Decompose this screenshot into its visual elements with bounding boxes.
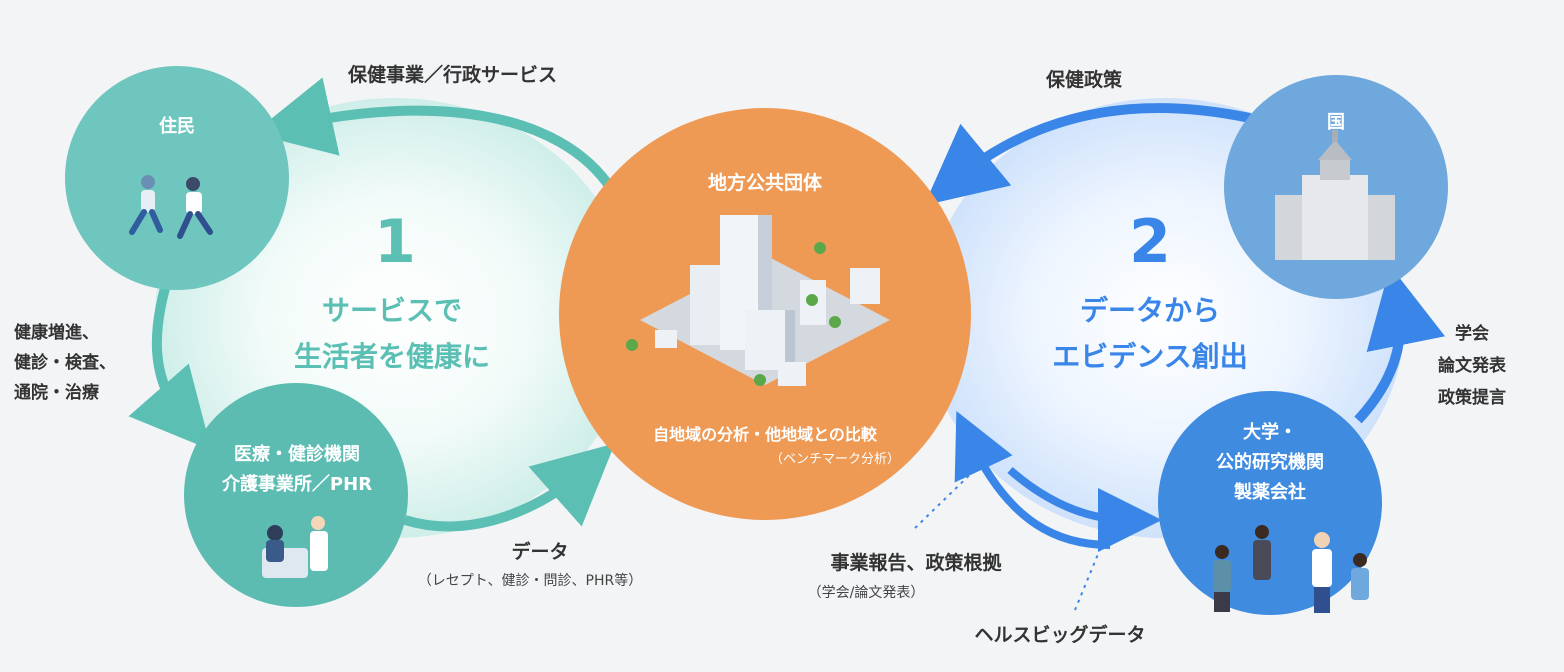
label-business-report: 事業報告、政策根拠	[830, 552, 1002, 574]
node-local-gov-title: 地方公共団体	[707, 172, 823, 194]
node-university-title: 大学・ 公的研究機関 製薬会社	[1216, 418, 1324, 508]
node-medical-title: 医療・健診機関 介護事業所／PHR	[222, 440, 372, 500]
label-health-promotion-3: 通院・治療	[14, 383, 99, 403]
label-health-big-data: ヘルスビッグデータ	[974, 624, 1146, 646]
cycle2-line1: データから	[1079, 294, 1221, 327]
node-residents-title: 住民	[159, 116, 195, 137]
node-university-line1: 大学・	[1243, 422, 1297, 443]
node-local-gov-caption: 自地域の分析・他地域との比較	[653, 425, 877, 444]
node-university-line3: 製薬会社	[1234, 482, 1306, 503]
label-data-detail: （レセプト、健診・問診、PHR等）	[417, 573, 643, 589]
cycle1-text: サービスで 生活者を健康に	[294, 288, 490, 380]
label-health-services: 保健事業／行政サービス	[348, 64, 558, 86]
cycle2-text: データから エビデンス創出	[1052, 288, 1247, 380]
node-university-line2: 公的研究機関	[1216, 452, 1324, 473]
people-illustration	[1213, 525, 1369, 613]
node-medical-line2: 介護事業所／PHR	[221, 474, 373, 495]
cycle1-line2: 生活者を健康に	[293, 340, 491, 373]
leader-big-data	[1074, 524, 1111, 611]
city-illustration	[626, 215, 890, 386]
arrow-to-local-gov	[954, 411, 1111, 549]
node-medical-line1: 医療・健診機関	[234, 444, 360, 465]
arrow-data	[403, 443, 615, 532]
cycle1-line1: サービスで	[321, 294, 463, 327]
label-business-report-detail: （学会/論文発表）	[807, 585, 925, 601]
cycle2-line2: エビデンス創出	[1052, 340, 1248, 373]
label-health-policy: 保健政策	[1046, 69, 1123, 91]
medical-illustration	[262, 516, 328, 578]
label-health-promotion: 健康増進、 健診・検査、 通院・治療	[14, 318, 116, 408]
arrow-academic	[1354, 265, 1446, 424]
node-residents-circle	[65, 66, 289, 290]
node-medical-circle	[184, 383, 408, 607]
label-academic-2: 論文発表	[1438, 356, 1506, 376]
node-local-gov-subcaption: （ベンチマーク分析）	[769, 452, 901, 467]
label-academic-1: 学会	[1455, 324, 1489, 344]
arrow-health-services	[252, 77, 617, 193]
capitol-illustration	[1275, 130, 1395, 260]
label-academic-3: 政策提言	[1438, 388, 1506, 408]
label-health-promotion-2: 健診・検査、	[14, 353, 116, 373]
label-data: データ	[511, 541, 569, 563]
runners-illustration	[129, 175, 213, 239]
label-academic: 学会 論文発表 政策提言	[1438, 318, 1506, 414]
arrow-to-university	[1007, 466, 1162, 552]
node-national-title: 国	[1327, 112, 1345, 133]
label-health-promotion-1: 健康増進、	[14, 323, 99, 343]
arrow-health-policy	[924, 102, 1252, 206]
cycle1-number: 1	[374, 207, 416, 277]
cycle2-number: 2	[1129, 207, 1171, 277]
leader-business-report	[914, 459, 986, 529]
